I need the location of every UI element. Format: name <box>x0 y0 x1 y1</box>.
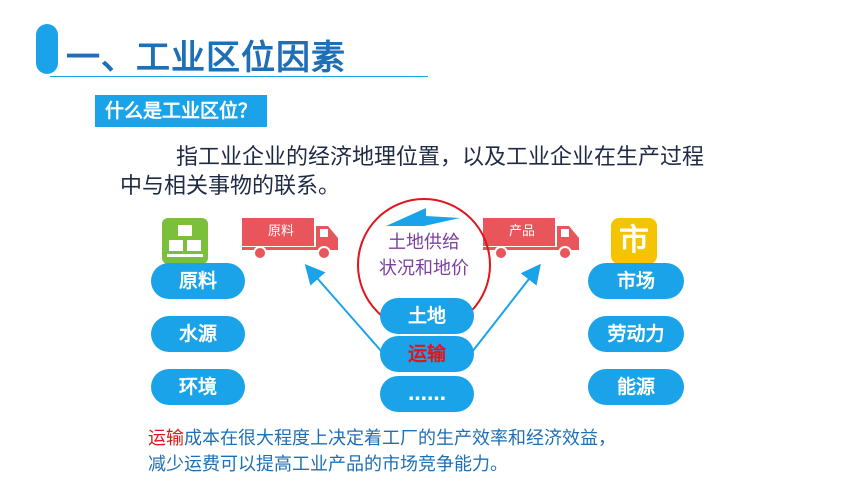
factor-labor: 劳动力 <box>588 316 684 352</box>
boxes-icon <box>162 218 208 264</box>
truck-label-product: 产品 <box>508 224 535 239</box>
title-accent-bar <box>36 24 58 74</box>
transport-note: 运输成本在很大程度上决定着工厂的生产效率和经济效益， 减少运费可以提高工业产品的… <box>148 426 708 478</box>
factor-transport: 运输 <box>380 336 474 372</box>
truck-icon <box>483 218 579 260</box>
raw-material-truck: 原料 <box>242 218 338 260</box>
question-label: 什么是工业区位？ <box>95 95 268 127</box>
circle-line-2: 状况和地价 <box>379 258 469 279</box>
factor-land: 土地 <box>380 298 474 334</box>
factor-market: 市场 <box>588 263 684 299</box>
note-line-2: 减少运费可以提高工业产品的市场竞争能力。 <box>148 454 508 475</box>
truck-icon <box>242 218 338 260</box>
factor-raw-materials: 原料 <box>151 263 245 299</box>
note-line-1: 运输成本在很大程度上决定着工厂的生产效率和经济效益， <box>148 426 708 452</box>
definition-text: 指工业企业的经济地理位置，以及工业企业在生产过程中与相关事物的联系。 <box>120 143 720 201</box>
factor-water: 水源 <box>151 316 245 352</box>
truck-label-raw: 原料 <box>267 224 294 239</box>
land-circle-text: 土地供给 状况和地价 <box>357 230 491 282</box>
arrow-to-raw <box>304 263 383 353</box>
arrow-to-product <box>471 263 541 353</box>
factor-energy: 能源 <box>588 369 684 405</box>
factor-more: …… <box>380 376 474 412</box>
circle-line-1: 土地供给 <box>388 232 460 253</box>
note-line-1-rest: 成本在很大程度上决定着工厂的生产效率和经济效益， <box>184 428 616 449</box>
factor-environment: 环境 <box>151 369 245 405</box>
page-title: 一、工业区位因素 <box>66 38 346 78</box>
title-underline <box>50 76 428 77</box>
product-truck: 产品 <box>483 218 579 260</box>
note-highlight: 运输 <box>148 428 184 449</box>
market-icon: 市 <box>611 218 657 264</box>
definition-content: 指工业企业的经济地理位置，以及工业企业在生产过程中与相关事物的联系。 <box>120 145 705 199</box>
